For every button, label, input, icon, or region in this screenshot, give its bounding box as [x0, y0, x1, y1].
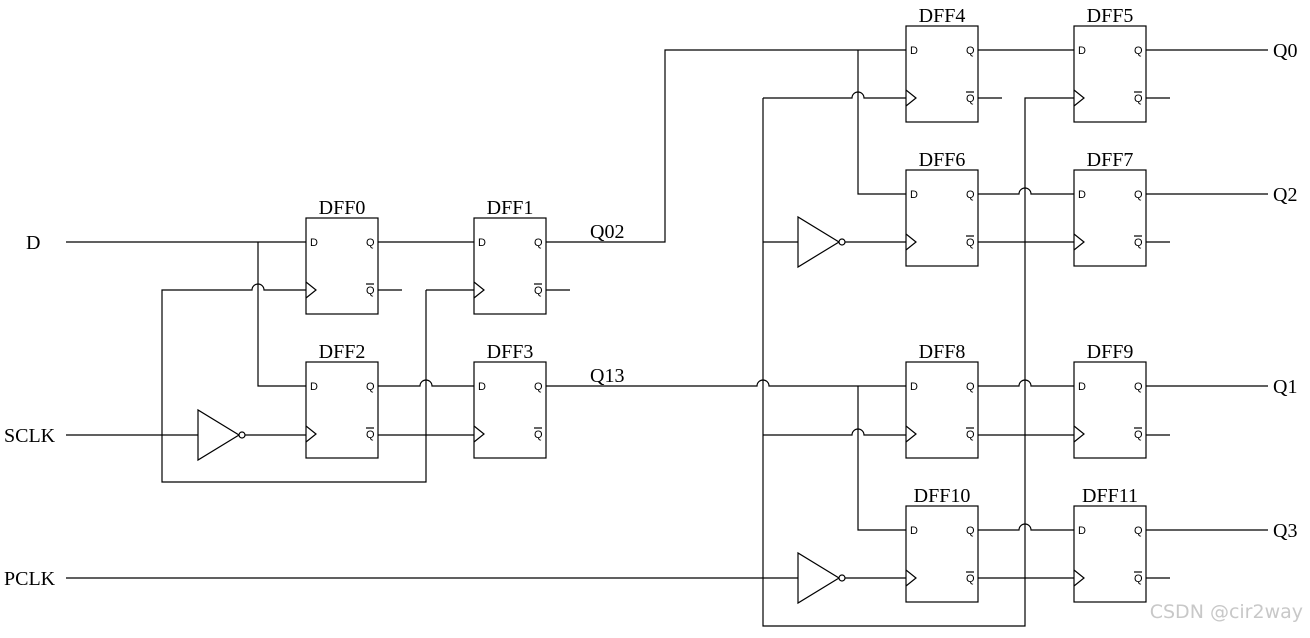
port-d: D [478, 237, 486, 249]
port-q: Q [1134, 525, 1143, 537]
port-q: Q [966, 189, 975, 201]
port-d: D [478, 381, 486, 393]
port-qbar: Q [366, 285, 375, 297]
input-label-sclk: SCLK [4, 425, 56, 447]
port-q: Q [966, 525, 975, 537]
port-qbar: Q [966, 573, 975, 585]
dff8-label: DFF8 [919, 341, 966, 363]
dff1: D Q Q DFF1 [473, 197, 547, 315]
dff1-label: DFF1 [487, 197, 534, 219]
output-label-q0: Q0 [1273, 40, 1297, 62]
port-d: D [910, 381, 918, 393]
port-qbar: Q [966, 429, 975, 441]
port-qbar: Q [966, 237, 975, 249]
net-label-q02: Q02 [590, 221, 624, 243]
dff8: D Q Q DFF8 [905, 341, 979, 459]
port-d: D [310, 381, 318, 393]
port-q: Q [966, 45, 975, 57]
port-qbar: Q [1134, 573, 1143, 585]
dff6-label: DFF6 [919, 149, 966, 171]
output-label-q3: Q3 [1273, 520, 1297, 542]
dff5: D Q Q DFF5 [1073, 5, 1147, 123]
dff9-label: DFF9 [1087, 341, 1134, 363]
port-q: Q [534, 381, 543, 393]
dff3-label: DFF3 [487, 341, 534, 363]
port-q: Q [1134, 381, 1143, 393]
dff4: D Q Q DFF4 [905, 5, 979, 123]
dff0-label: DFF0 [319, 197, 366, 219]
port-qbar: Q [1134, 93, 1143, 105]
watermark: CSDN @cir2way [1150, 601, 1303, 623]
port-q: Q [366, 237, 375, 249]
dff9: D Q Q DFF9 [1073, 341, 1147, 459]
output-label-q2: Q2 [1273, 184, 1297, 206]
inverter-pclk-upper [797, 215, 846, 269]
port-d: D [310, 237, 318, 249]
dff11: D Q Q DFF11 [1073, 485, 1147, 603]
inverter-sclk [197, 408, 246, 462]
wires [66, 49, 1268, 627]
dff2-label: DFF2 [319, 341, 366, 363]
input-label-d: D [26, 232, 40, 254]
dff7-label: DFF7 [1087, 149, 1134, 171]
output-label-q1: Q1 [1273, 376, 1297, 398]
dff11-label: DFF11 [1082, 485, 1138, 507]
dff6: D Q Q DFF6 [905, 149, 979, 267]
port-qbar: Q [1134, 429, 1143, 441]
port-d: D [1078, 381, 1086, 393]
port-d: D [910, 45, 918, 57]
port-q: Q [1134, 189, 1143, 201]
port-q: Q [366, 381, 375, 393]
port-q: Q [966, 381, 975, 393]
dff4-label: DFF4 [919, 5, 966, 27]
dff10: D Q Q DFF10 [905, 485, 979, 603]
net-label-q13: Q13 [590, 365, 624, 387]
port-qbar: Q [366, 429, 375, 441]
dff7: D Q Q DFF7 [1073, 149, 1147, 267]
port-d: D [1078, 525, 1086, 537]
port-q: Q [1134, 45, 1143, 57]
port-q: Q [534, 237, 543, 249]
port-qbar: Q [534, 429, 543, 441]
port-qbar: Q [534, 285, 543, 297]
dff5-label: DFF5 [1087, 5, 1134, 27]
port-d: D [1078, 45, 1086, 57]
dff10-label: DFF10 [914, 485, 971, 507]
dff2: D Q Q DFF2 [305, 341, 379, 459]
port-d: D [910, 525, 918, 537]
port-d: D [910, 189, 918, 201]
dff0: D Q Q DFF0 [305, 197, 379, 315]
input-label-pclk: PCLK [4, 568, 56, 590]
inverter-pclk-lower [797, 551, 846, 605]
port-qbar: Q [966, 93, 975, 105]
port-d: D [1078, 189, 1086, 201]
dff3: D Q Q DFF3 [473, 341, 547, 459]
port-qbar: Q [1134, 237, 1143, 249]
